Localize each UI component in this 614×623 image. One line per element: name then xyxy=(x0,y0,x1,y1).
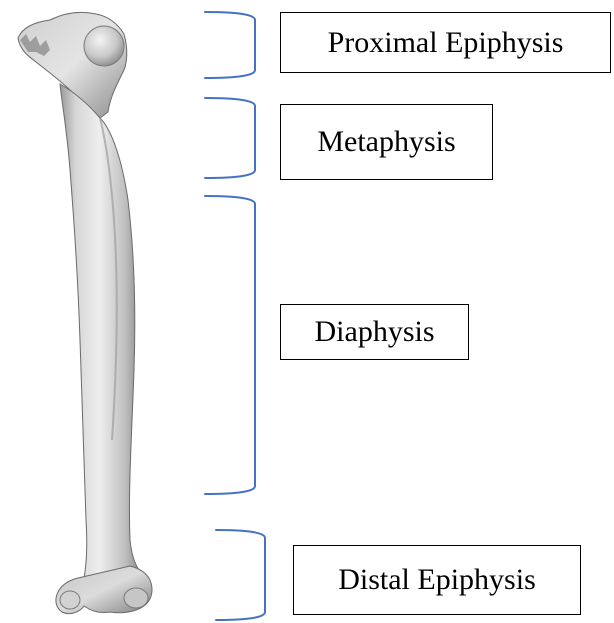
distal-condyle-right xyxy=(124,588,148,608)
label-metaphysis: Metaphysis xyxy=(280,104,493,180)
label-metaphysis-text: Metaphysis xyxy=(317,127,455,157)
label-diaphysis-text: Diaphysis xyxy=(315,317,435,347)
bone-shaft xyxy=(60,84,148,590)
label-proximal-epiphysis-text: Proximal Epiphysis xyxy=(328,28,564,58)
bracket-metaphysis xyxy=(205,98,255,178)
label-distal-epiphysis: Distal Epiphysis xyxy=(293,545,581,615)
bone-image xyxy=(18,12,152,613)
proximal-condyle xyxy=(84,26,124,66)
label-diaphysis: Diaphysis xyxy=(280,304,469,360)
label-proximal-epiphysis: Proximal Epiphysis xyxy=(280,12,611,73)
label-distal-epiphysis-text: Distal Epiphysis xyxy=(338,565,536,595)
bracket-diaphysis xyxy=(205,196,255,494)
distal-condyle-left xyxy=(60,591,80,609)
bracket-proximal-epiphysis xyxy=(205,12,255,78)
bracket-distal-epiphysis xyxy=(216,530,265,620)
brackets xyxy=(205,12,265,620)
